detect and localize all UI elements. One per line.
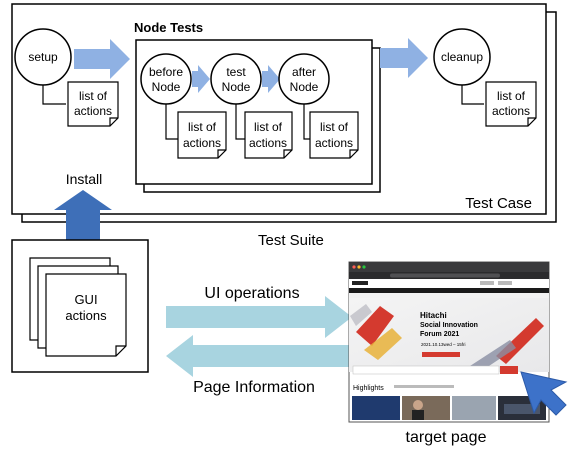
node-tests-label: Node Tests [134, 20, 203, 35]
highlights-label: Highlights [353, 385, 384, 392]
banner-line1: Hitachi [420, 311, 447, 320]
after-list-of-actions: list of actions [309, 111, 359, 159]
page-information-arrow [166, 335, 352, 377]
flow-arrow-before [192, 65, 210, 93]
before-node-line2: Node [152, 80, 181, 94]
before-node [140, 53, 192, 105]
gui-actions-line2: actions [65, 308, 107, 323]
cleanup-label: cleanup [441, 50, 483, 64]
flow-arrow-test [262, 65, 280, 93]
list-line1: list of [497, 89, 526, 103]
setup-list-of-actions: list of actions [67, 81, 119, 127]
target-page-label: target page [406, 429, 487, 446]
after-node-line2: Node [290, 80, 319, 94]
install-label: Install [66, 171, 103, 187]
banner-line2: Social Innovation [420, 322, 478, 329]
before-connector [165, 104, 178, 140]
test-node-line2: Node [222, 80, 251, 94]
page-information-label: Page Information [193, 379, 315, 396]
cursor-icon [520, 371, 568, 416]
test-node-line1: test [226, 65, 246, 79]
list-line1: list of [254, 120, 283, 134]
target-page-screenshot: Hitachi Social Innovation Forum 2021 202… [348, 261, 550, 423]
gui-actions-line1: GUI [74, 292, 97, 307]
after-node-line1: after [292, 65, 316, 79]
list-line2: actions [249, 136, 287, 150]
setup-label: setup [28, 50, 58, 64]
test-node [210, 53, 262, 105]
test-connector [235, 104, 245, 140]
gui-actions-doc-front: GUI actions [45, 273, 127, 357]
after-node [278, 53, 330, 105]
before-list-of-actions: list of actions [177, 111, 227, 159]
list-line1: list of [79, 89, 108, 103]
test-suite-label: Test Suite [258, 232, 324, 249]
test-case-label: Test Case [465, 195, 532, 212]
test-list-of-actions: list of actions [244, 111, 293, 159]
ui-operations-arrow [166, 296, 352, 338]
banner-date: 2021.10.13wed – 15fri [421, 342, 466, 347]
setup-connector [42, 85, 66, 105]
before-node-line1: before [149, 65, 183, 79]
cleanup-list-of-actions: list of actions [485, 81, 537, 127]
flow-arrow-setup [74, 39, 130, 79]
list-line1: list of [188, 120, 217, 134]
ui-operations-label: UI operations [204, 285, 299, 302]
list-line2: actions [492, 104, 530, 118]
list-line1: list of [320, 120, 349, 134]
list-line2: actions [74, 104, 112, 118]
install-arrow [54, 190, 112, 250]
banner-line3: Forum 2021 [420, 331, 459, 338]
flow-arrow-cleanup [380, 38, 428, 78]
list-line2: actions [315, 136, 353, 150]
list-line2: actions [183, 136, 221, 150]
after-connector [303, 104, 310, 140]
cleanup-connector [461, 85, 484, 105]
